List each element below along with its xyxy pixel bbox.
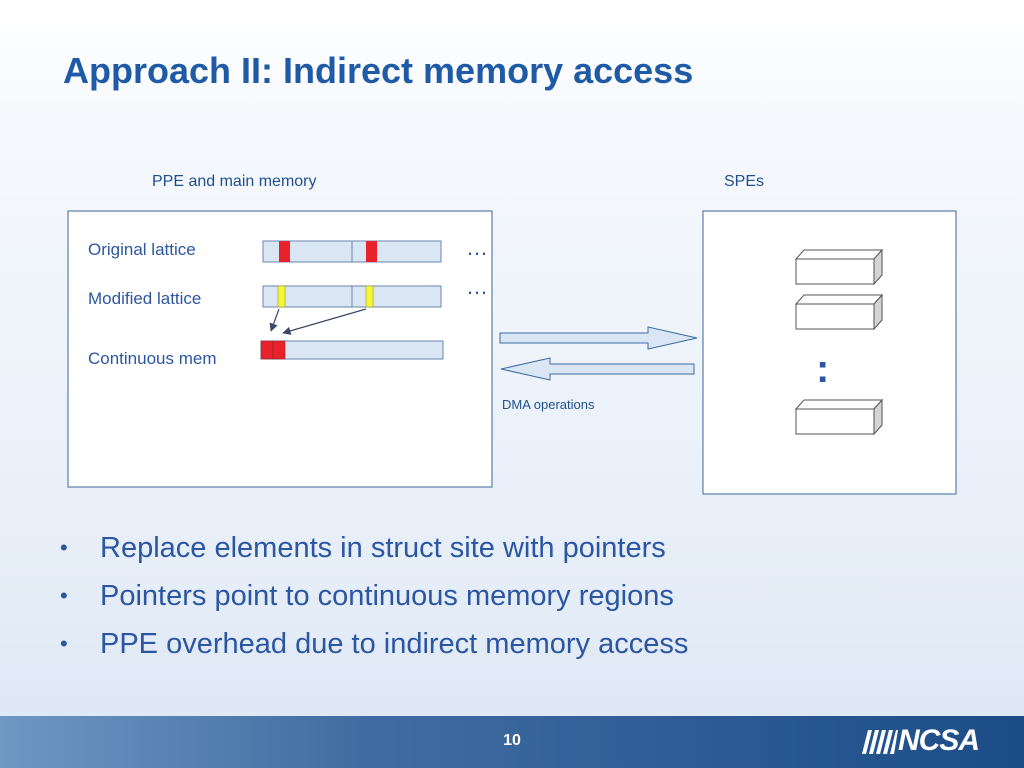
page-number: 10 bbox=[503, 732, 521, 749]
spe-box bbox=[794, 248, 884, 286]
ppe-panel-label: PPE and main memory bbox=[152, 173, 317, 190]
dma-arrow-right bbox=[499, 326, 698, 350]
continuous-mem-cell bbox=[260, 340, 444, 360]
continuous-mem-bar bbox=[260, 340, 444, 360]
spe-panel-label: SPEs bbox=[724, 173, 764, 190]
bullet-text: Pointers point to continuous memory regi… bbox=[100, 580, 674, 612]
bullet-marker: • bbox=[60, 631, 68, 656]
original-red-mark bbox=[366, 241, 377, 262]
bullet-text: PPE overhead due to indirect memory acce… bbox=[100, 628, 689, 660]
dma-operations-label: DMA operations bbox=[502, 397, 595, 412]
bullet-text: Replace elements in struct site with poi… bbox=[100, 532, 666, 564]
dma-arrow-left bbox=[500, 357, 695, 381]
modified-lattice-cell bbox=[262, 285, 353, 308]
pointer-arrow bbox=[269, 308, 280, 332]
original-lattice-bar bbox=[262, 240, 442, 263]
spe-vertical-dots: : bbox=[816, 347, 829, 391]
modified-lattice-bar bbox=[262, 285, 442, 308]
memory-diagram: PPE and main memory SPEs Original lattic… bbox=[67, 173, 957, 495]
bullet-item: • PPE overhead due to indirect memory ac… bbox=[60, 624, 688, 672]
modified-lattice-ellipsis: … bbox=[466, 274, 488, 299]
continuous-red-mark bbox=[260, 340, 274, 360]
ncsa-logo-icon bbox=[862, 730, 898, 754]
original-red-mark bbox=[279, 241, 290, 262]
bullet-marker: • bbox=[60, 535, 68, 560]
spe-box bbox=[794, 293, 884, 331]
pointer-yellow-mark bbox=[277, 285, 286, 308]
ncsa-logo: NCSA bbox=[862, 724, 1012, 758]
pointer-arrow bbox=[282, 308, 367, 335]
bullet-item: • Replace elements in struct site with p… bbox=[60, 528, 688, 576]
continuous-mem-label: Continuous mem bbox=[88, 349, 217, 368]
original-lattice-cell bbox=[262, 240, 353, 263]
continuous-red-mark bbox=[272, 340, 286, 360]
modified-lattice-cell bbox=[351, 285, 442, 308]
slide-footer: 10 NCSA bbox=[0, 716, 1024, 768]
modified-lattice-label: Modified lattice bbox=[88, 289, 201, 308]
original-lattice-cell bbox=[351, 240, 442, 263]
pointer-yellow-mark bbox=[365, 285, 374, 308]
spe-box bbox=[794, 398, 884, 436]
bullet-marker: • bbox=[60, 583, 68, 608]
bullet-item: • Pointers point to continuous memory re… bbox=[60, 576, 688, 624]
original-lattice-label: Original lattice bbox=[88, 240, 196, 259]
slide-title: Approach II: Indirect memory access bbox=[63, 50, 694, 91]
bullet-list: • Replace elements in struct site with p… bbox=[60, 528, 688, 672]
original-lattice-ellipsis: … bbox=[466, 235, 488, 260]
ncsa-logo-text: NCSA bbox=[898, 724, 980, 757]
